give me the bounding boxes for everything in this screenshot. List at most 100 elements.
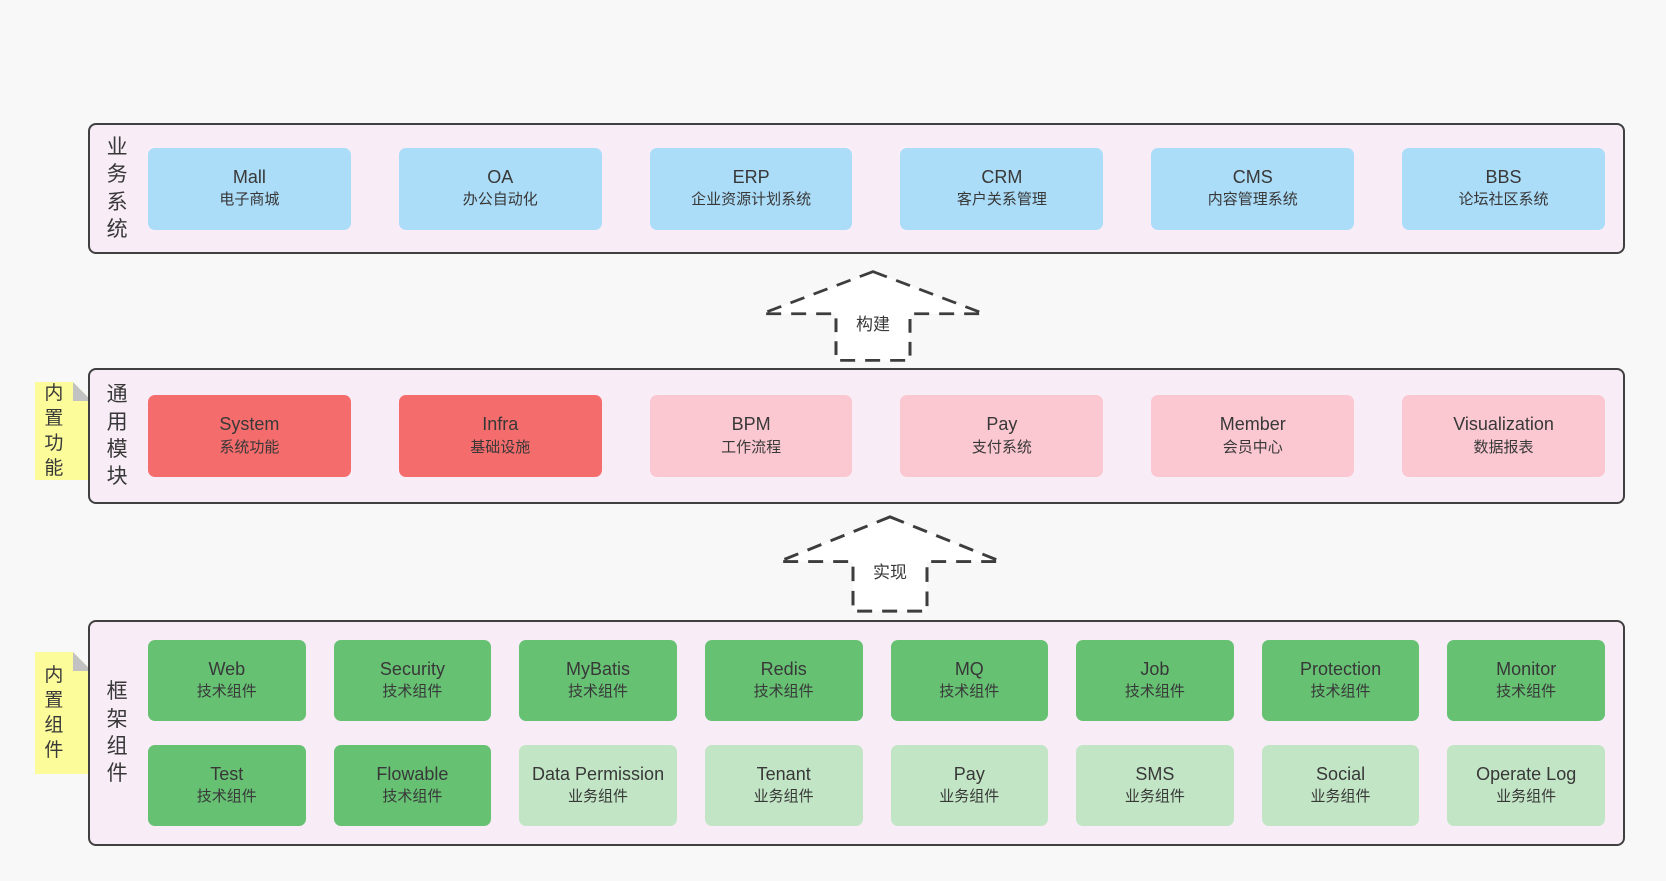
box-redis: Redis 技术组件 bbox=[704, 640, 863, 721]
box-visualization: Visualization 数据报表 bbox=[1402, 395, 1605, 477]
box-data-permission-name: Data Permission bbox=[532, 763, 665, 784]
framework-components-side-label: 框架组件 bbox=[103, 622, 131, 844]
box-crm-desc: 客户关系管理 bbox=[956, 191, 1047, 209]
box-test-desc: 技术组件 bbox=[196, 788, 257, 806]
build-arrow-label: 构建 bbox=[854, 310, 892, 336]
box-pay-module-desc: 支付系统 bbox=[971, 438, 1032, 456]
built-in-components-label: 内置组件 bbox=[44, 664, 64, 762]
framework-components-label: 框架组件 bbox=[106, 680, 128, 786]
box-web: Web 技术组件 bbox=[148, 640, 306, 721]
common-modules-boxes: System 系统功能 Infra 基础设施 BPM 工作流程 Pay 支付系统… bbox=[148, 395, 1623, 477]
box-web-name: Web bbox=[208, 658, 246, 679]
box-bbs-name: BBS bbox=[1485, 166, 1522, 187]
box-operate-log-name: Operate Log bbox=[1476, 763, 1577, 784]
box-oa: OA 办公自动化 bbox=[398, 147, 602, 230]
sticky-note-built-in-features: 内置功能 bbox=[35, 382, 92, 480]
build-arrow: 构建 bbox=[758, 268, 988, 364]
box-protection: Protection 技术组件 bbox=[1261, 640, 1420, 721]
box-redis-desc: 技术组件 bbox=[753, 683, 814, 701]
box-monitor: Monitor 技术组件 bbox=[1447, 640, 1605, 721]
box-mall: Mall 电子商城 bbox=[148, 147, 351, 230]
box-protection-name: Protection bbox=[1300, 658, 1382, 679]
box-job-name: Job bbox=[1140, 658, 1170, 679]
box-flowable: Flowable 技术组件 bbox=[333, 745, 492, 826]
box-erp: ERP 企业资源计划系统 bbox=[649, 147, 853, 230]
box-visualization-name: Visualization bbox=[1453, 414, 1554, 435]
box-visualization-desc: 数据报表 bbox=[1473, 438, 1534, 456]
sticky-note-built-in-components: 内置组件 bbox=[35, 652, 92, 774]
box-redis-name: Redis bbox=[760, 658, 807, 679]
common-modules-side-label: 通用模块 bbox=[103, 370, 131, 502]
box-mq-name: MQ bbox=[954, 658, 984, 679]
box-member: Member 会员中心 bbox=[1151, 395, 1355, 477]
box-crm-name: CRM bbox=[981, 166, 1023, 187]
box-member-name: Member bbox=[1219, 414, 1286, 435]
box-sms: SMS 业务组件 bbox=[1076, 745, 1234, 826]
box-operate-log-desc: 业务组件 bbox=[1496, 788, 1557, 806]
box-infra-name: Infra bbox=[482, 414, 519, 435]
box-mall-name: Mall bbox=[232, 166, 266, 187]
box-security-name: Security bbox=[379, 658, 445, 679]
box-web-desc: 技术组件 bbox=[196, 683, 257, 701]
box-mybatis-desc: 技术组件 bbox=[568, 683, 629, 701]
box-job-desc: 技术组件 bbox=[1124, 683, 1185, 701]
box-mq-desc: 技术组件 bbox=[939, 683, 1000, 701]
box-mybatis: MyBatis 技术组件 bbox=[519, 640, 677, 721]
box-sms-desc: 业务组件 bbox=[1124, 788, 1185, 806]
box-system-desc: 系统功能 bbox=[219, 438, 280, 456]
built-in-features-label: 内置功能 bbox=[44, 382, 64, 480]
box-bpm-name: BPM bbox=[731, 414, 771, 435]
box-pay-module: Pay 支付系统 bbox=[900, 395, 1104, 477]
box-data-permission-desc: 业务组件 bbox=[568, 788, 629, 806]
box-protection-desc: 技术组件 bbox=[1310, 683, 1371, 701]
box-bpm: BPM 工作流程 bbox=[649, 395, 853, 477]
box-pay-module-name: Pay bbox=[986, 414, 1018, 435]
business-systems-panel: 业务系统 Mall 电子商城 OA 办公自动化 ERP 企业资源计划系统 CRM… bbox=[88, 123, 1625, 254]
box-bbs-desc: 论坛社区系统 bbox=[1458, 191, 1549, 209]
framework-components-panel: 框架组件 Web 技术组件 Security 技术组件 MyBatis 技术组件… bbox=[88, 620, 1625, 846]
business-systems-boxes: Mall 电子商城 OA 办公自动化 ERP 企业资源计划系统 CRM 客户关系… bbox=[148, 147, 1623, 230]
box-test: Test 技术组件 bbox=[148, 745, 306, 826]
box-cms-name: CMS bbox=[1232, 166, 1273, 187]
box-social-desc: 业务组件 bbox=[1310, 788, 1371, 806]
box-oa-name: OA bbox=[487, 166, 514, 187]
box-member-desc: 会员中心 bbox=[1222, 438, 1283, 456]
box-operate-log: Operate Log 业务组件 bbox=[1447, 745, 1605, 826]
box-mybatis-name: MyBatis bbox=[566, 658, 631, 679]
box-system-name: System bbox=[219, 414, 280, 435]
box-erp-name: ERP bbox=[732, 166, 770, 187]
common-modules-panel: 通用模块 System 系统功能 Infra 基础设施 BPM 工作流程 Pay… bbox=[88, 368, 1625, 504]
box-mq: MQ 技术组件 bbox=[890, 640, 1049, 721]
box-pay-component: Pay 业务组件 bbox=[890, 745, 1049, 826]
box-infra-desc: 基础设施 bbox=[470, 438, 531, 456]
box-security: Security 技术组件 bbox=[333, 640, 492, 721]
box-monitor-desc: 技术组件 bbox=[1496, 683, 1557, 701]
box-tenant-name: Tenant bbox=[756, 763, 811, 784]
box-data-permission: Data Permission 业务组件 bbox=[519, 745, 677, 826]
box-cms: CMS 内容管理系统 bbox=[1151, 147, 1355, 230]
box-infra: Infra 基础设施 bbox=[398, 395, 602, 477]
box-cms-desc: 内容管理系统 bbox=[1207, 191, 1298, 209]
implement-arrow-label: 实现 bbox=[871, 557, 909, 583]
business-systems-label: 业务系统 bbox=[106, 135, 128, 241]
box-monitor-name: Monitor bbox=[1496, 658, 1557, 679]
business-systems-side-label: 业务系统 bbox=[103, 125, 131, 252]
box-mall-desc: 电子商城 bbox=[219, 191, 280, 209]
box-pay-component-name: Pay bbox=[953, 763, 985, 784]
implement-arrow: 实现 bbox=[775, 513, 1005, 615]
framework-row-1: Web 技术组件 Security 技术组件 MyBatis 技术组件 Redi… bbox=[148, 640, 1605, 721]
box-test-name: Test bbox=[210, 763, 244, 784]
box-job: Job 技术组件 bbox=[1076, 640, 1234, 721]
box-security-desc: 技术组件 bbox=[382, 683, 443, 701]
box-sms-name: SMS bbox=[1135, 763, 1175, 784]
box-pay-component-desc: 业务组件 bbox=[939, 788, 1000, 806]
box-erp-desc: 企业资源计划系统 bbox=[691, 191, 812, 209]
box-social-name: Social bbox=[1316, 763, 1366, 784]
box-tenant-desc: 业务组件 bbox=[753, 788, 814, 806]
box-tenant: Tenant 业务组件 bbox=[704, 745, 863, 826]
framework-components-rows: Web 技术组件 Security 技术组件 MyBatis 技术组件 Redi… bbox=[148, 640, 1623, 826]
box-crm: CRM 客户关系管理 bbox=[900, 147, 1104, 230]
box-bpm-desc: 工作流程 bbox=[721, 438, 782, 456]
box-flowable-desc: 技术组件 bbox=[382, 788, 443, 806]
